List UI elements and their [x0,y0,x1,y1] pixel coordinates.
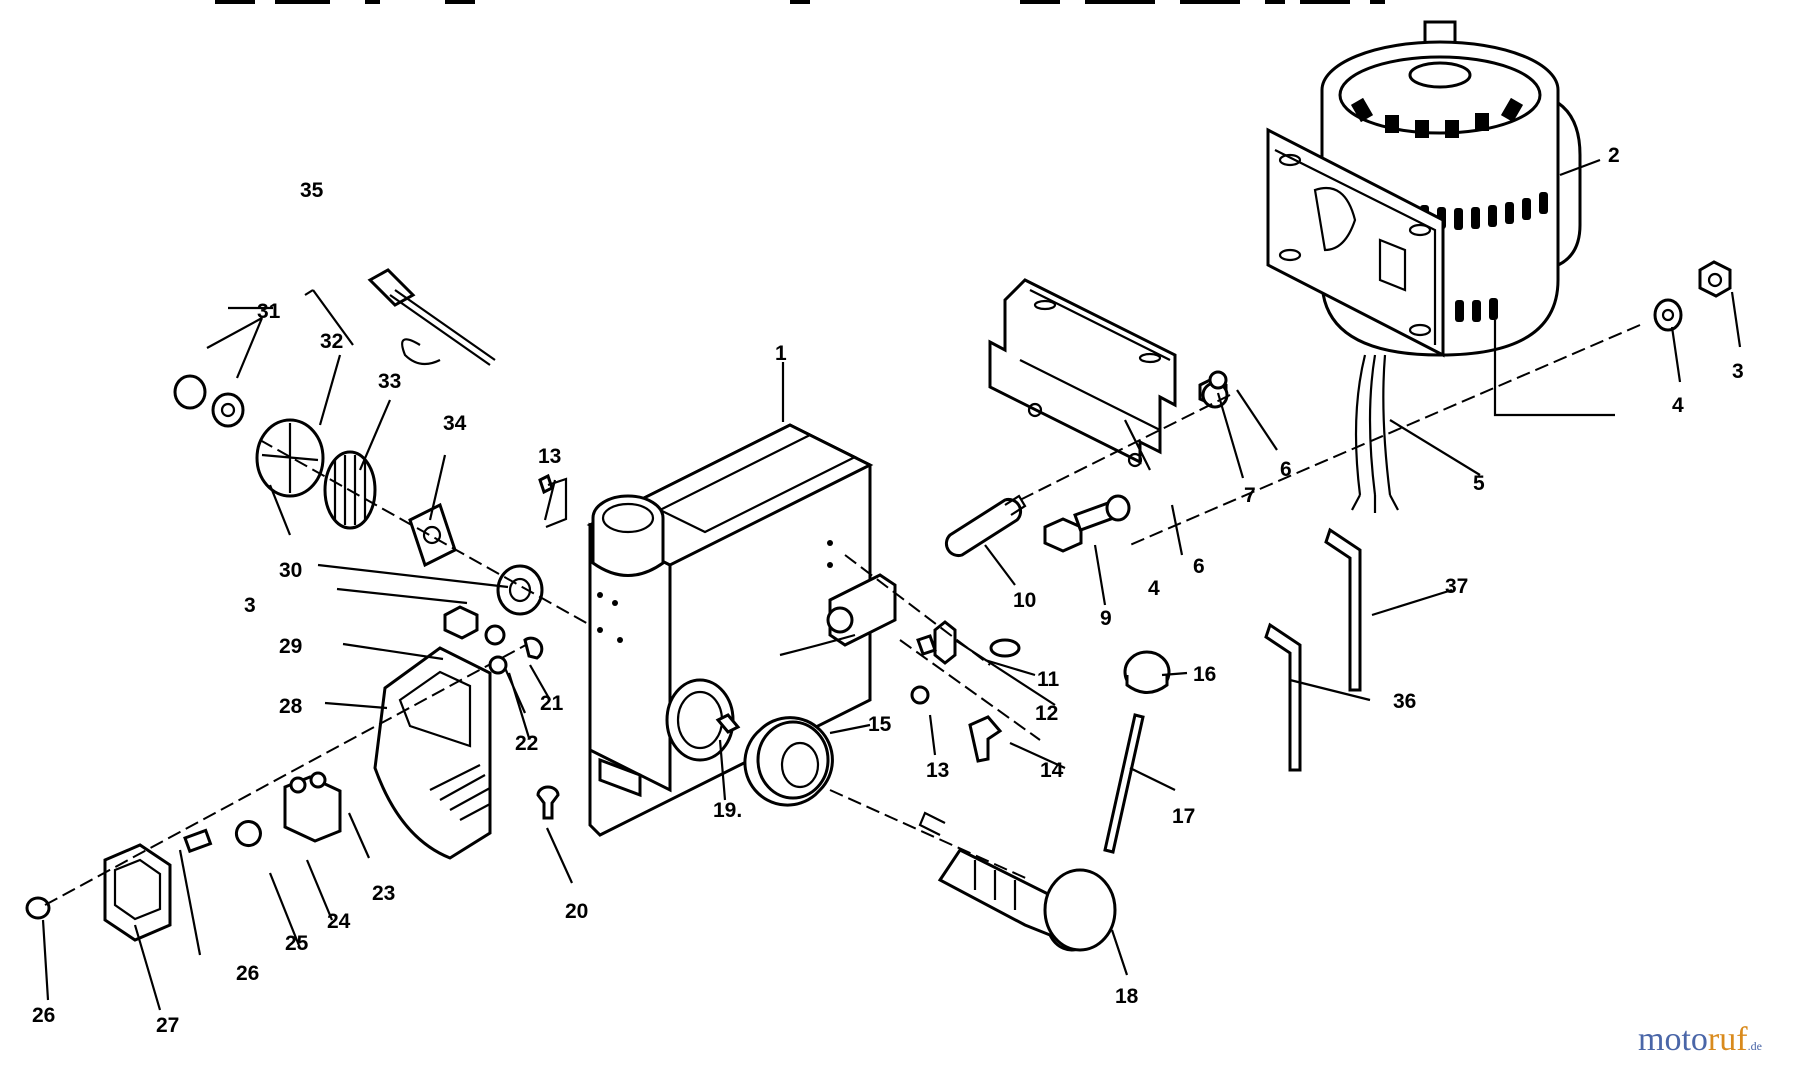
callout-4: 4 [1148,577,1160,600]
callout-24: 24 [327,910,351,933]
callout-14: 14 [1040,759,1064,782]
callout-34: 34 [443,412,467,435]
callouts: 1 2 3 3 4 4 5 6 6 7 9 10 11 12 13 13 14 … [32,144,1744,1037]
callout-23: 23 [372,882,395,905]
guard-assembly [25,639,536,942]
callout-10: 10 [1013,589,1036,612]
watermark-suffix: .de [1747,1039,1762,1053]
callout-20: 20 [565,900,588,923]
callout-26: 26 [236,962,259,985]
callout-21: 21 [540,692,564,715]
leader-lines [41,158,1742,1011]
watermark-logo: motoruf.de [1638,1021,1762,1059]
callout-3: 3 [1732,360,1744,383]
callout-32: 32 [320,330,343,353]
callout-30: 30 [279,559,302,582]
motor [1266,20,1615,513]
callout-1: 1 [775,342,787,365]
callout-16: 16 [1193,663,1216,686]
callout-13: 13 [538,445,561,468]
callout-25: 25 [285,932,309,955]
callout-12: 12 [1035,702,1058,725]
callout-33: 33 [378,370,401,393]
watermark-part1: moto [1638,1021,1708,1058]
callout-35: 35 [300,179,324,202]
callout-11: 11 [1037,668,1060,691]
callout-3: 3 [244,594,256,617]
head-casting [586,423,897,837]
callout-5: 5 [1473,472,1485,495]
watermark-part2: ruf [1707,1021,1748,1058]
callout-6: 6 [1280,458,1292,481]
pulley-parts [173,268,591,675]
callout-4: 4 [1672,394,1684,417]
callout-19: 19. [713,799,742,822]
callout-17: 17 [1172,805,1195,828]
bracket [988,278,1177,468]
top-edge-fragments [215,0,1385,4]
callout-26: 26 [32,1004,55,1027]
callout-2: 2 [1608,144,1620,167]
callout-22: 22 [515,732,538,755]
callout-37: 37 [1445,575,1468,598]
callout-29: 29 [279,635,302,658]
callout-13: 13 [926,759,949,782]
callout-9: 9 [1100,607,1112,630]
callout-27: 27 [156,1014,179,1037]
callout-31: 31 [257,300,281,323]
callout-15: 15 [868,713,892,736]
callout-18: 18 [1115,985,1139,1008]
callout-6: 6 [1193,555,1205,578]
callout-36: 36 [1393,690,1416,713]
callout-28: 28 [279,695,303,718]
handle-parts [536,527,1362,952]
callout-7: 7 [1244,484,1256,507]
